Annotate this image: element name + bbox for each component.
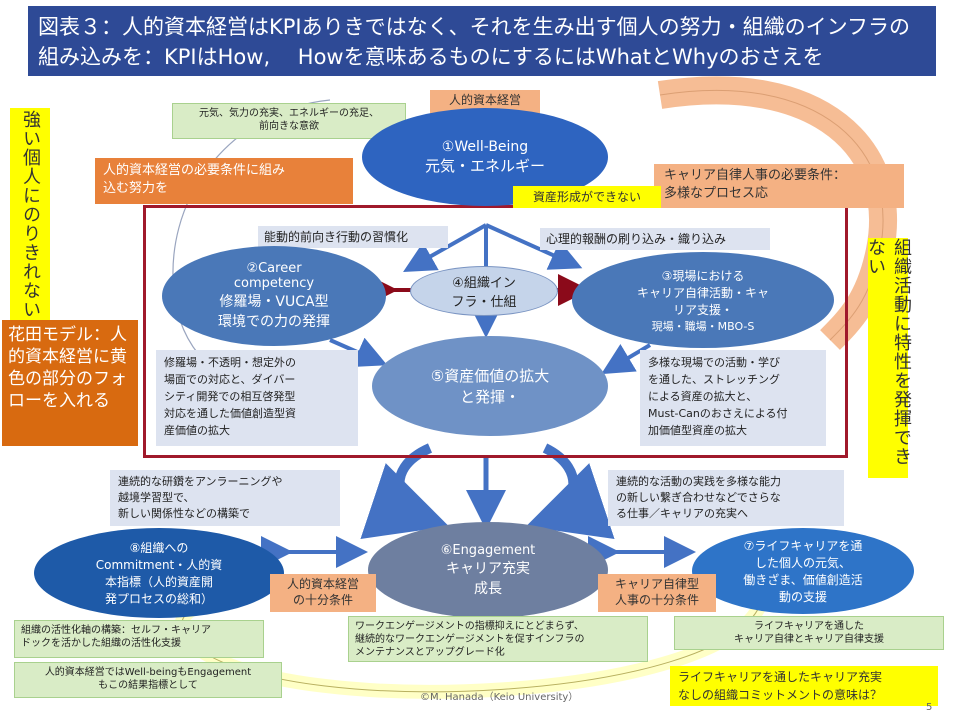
- right-vertical-label: 組織活動に特性を発揮できない: [865, 238, 912, 478]
- engagement-line-3: 成長: [474, 580, 502, 597]
- arrow-to-genba: [485, 223, 583, 270]
- career-label: ②Career: [246, 261, 302, 276]
- asset-line-1: ⑤資産価値の拡大: [430, 367, 550, 385]
- energy-note: 元気、気力の充実、エネルギーの充足、 前向きな意欲: [172, 103, 406, 139]
- left-asset-note: 修羅場・不透明・想定外の 場面での対応と、ダイバー シティ開発での相互啓発型 対…: [156, 350, 358, 446]
- node-commitment: ⑧組織への Commitment・人的資 本指標（人的資産開 発プロセスの総和）: [34, 528, 284, 618]
- continuous-note: 連続的な活動の実践を多様な能力 の新しい繋ぎ合わせなどでさらな る仕事／キャリア…: [608, 470, 844, 526]
- commitment-line-1: ⑧組織への: [129, 541, 189, 555]
- engagement-label: ⑥Engagement: [440, 542, 536, 558]
- reward-label: 心理的報酬の刷り込み・織り込み: [540, 228, 770, 250]
- genba-line-2: キャリア自律活動・キャ: [636, 285, 769, 300]
- genba-line-1: ③現場における: [661, 268, 745, 283]
- unlearning-note: 連続的な研鑽をアンラーニングや 越境学習型で、 新しい関係性などの構築で: [110, 470, 340, 526]
- page-number: 5: [926, 702, 933, 713]
- lifecareer-line-2: した個人の元気、: [754, 556, 851, 570]
- sufficient-career-label: キャリア自律型 人事の十分条件: [598, 574, 716, 612]
- commitment-line-2: Commitment・人的資: [95, 558, 223, 572]
- work-engagement-note: ワークエンゲージメントの指標抑えにとどまらず、 継続的なワークエンゲージメントを…: [348, 616, 648, 662]
- genba-line-4: 現場・職場・MBO-S: [651, 319, 755, 333]
- life-support-note: ライフキャリアを通した キャリア自律とキャリア自律支援: [674, 616, 944, 650]
- sufficient-hc-label: 人的資本経営 の十分条件: [270, 574, 376, 612]
- left-vertical-label: 強い個人にのりきれない: [10, 108, 50, 320]
- career-line-3: 修羅場・VUCA型: [219, 294, 329, 310]
- proactive-label: 能動的前向き行動の習慣化: [258, 226, 448, 248]
- right-down-curve: [526, 443, 615, 539]
- career-necessary-note: キャリア自律人事の必要条件： 多様なプロセス応: [654, 164, 904, 208]
- effort-note: 人的資本経営の必要条件に組み 込む努力を: [95, 158, 353, 204]
- wellbeing-kpi-note: 人的資本経営ではWell-beingもEngagement もこの結果指標として: [14, 662, 282, 698]
- page-title: 図表３：人的資本経営はKPIありきではなく、それを生み出す個人の努力・組織のイン…: [28, 6, 936, 76]
- lifecareer-line-3: 働きざま、価値創造活: [743, 573, 863, 587]
- red-frame: [143, 205, 848, 458]
- left-down-curve: [360, 443, 449, 539]
- career-line-2: competency: [233, 276, 315, 291]
- wellbeing-sub: 元気・エネルギー: [424, 156, 545, 175]
- engagement-line-2: キャリア充実: [446, 560, 530, 577]
- node-infra: ④組織イン フラ・仕組: [410, 266, 558, 316]
- copyright: ©M. Hanada（Keio University）: [420, 692, 579, 703]
- commitment-line-4: 発プロセスの総和）: [104, 592, 213, 606]
- no-asset-label: 資産形成ができない: [513, 186, 661, 208]
- node-engagement: ⑥Engagement キャリア充実 成長: [368, 522, 608, 618]
- arrow-genba-asset: [601, 343, 652, 375]
- title-line-2: 組み込みを：KPIはHow, Howを意味あるものにするにはWhatとWhyのお…: [38, 45, 824, 69]
- right-asset-note: 多様な現場での活動・学び を通した、ストレッチング による資産の拡大と、 Mus…: [640, 350, 826, 446]
- node-career: ②Career competency 修羅場・VUCA型 環境での力の発揮: [162, 246, 386, 346]
- node-lifecareer: ⑦ライフキャリアを通 した個人の元気、 働きざま、価値創造活 動の支援: [692, 528, 914, 614]
- question-note: ライフキャリアを通したキャリア充実 なしの組織コミットメントの意味は？: [670, 666, 938, 706]
- node-asset: ⑤資産価値の拡大 と発揮・: [372, 336, 608, 436]
- infra-line-2: フラ・仕組: [451, 295, 517, 310]
- asset-line-2: と発揮・: [459, 388, 520, 406]
- lifecareer-line-1: ⑦ライフキャリアを通: [743, 539, 863, 553]
- career-line-4: 環境での力の発揮: [218, 314, 330, 330]
- wellbeing-label: ①Well-Being: [441, 138, 529, 155]
- lifecareer-line-4: 動の支援: [778, 590, 827, 604]
- infra-line-1: ④組織イン: [452, 276, 516, 291]
- activation-note: 組織の活性化軸の構築：セルフ・キャリア ドックを活かした組織の活性化支援: [14, 620, 264, 658]
- arrow-to-career: [403, 223, 487, 272]
- commitment-line-3: 本指標（人的資産開: [104, 575, 213, 589]
- hanada-model-note: 花田モデル：人的資本経営に黄色の部分のフォローを入れる: [2, 320, 138, 446]
- title-line-1: 図表３：人的資本経営はKPIありきではなく、それを生み出す個人の努力・組織のイン…: [38, 15, 910, 39]
- genba-line-3: リア支援・: [672, 302, 733, 317]
- node-genba: ③現場における キャリア自律活動・キャ リア支援・ 現場・職場・MBO-S: [572, 252, 834, 348]
